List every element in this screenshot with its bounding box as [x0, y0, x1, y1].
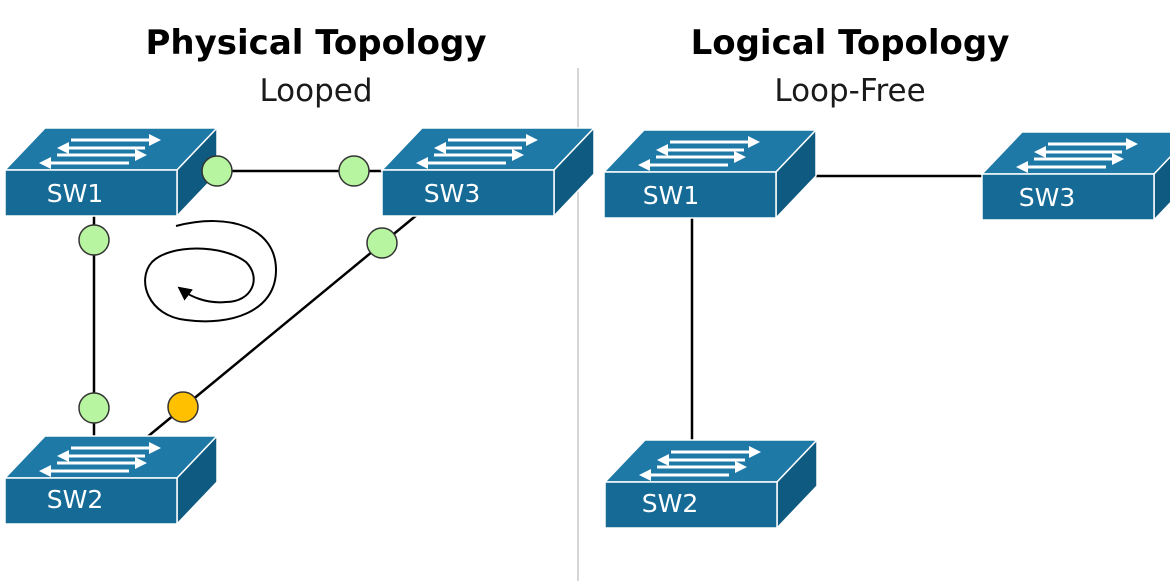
- port-sw1-to-sw2: [78, 224, 110, 256]
- loop-spiral-icon: [144, 220, 278, 323]
- switch-label: SW1: [643, 181, 700, 210]
- port-sw2-to-sw1: [78, 392, 110, 424]
- logical-switch-sw1: SW1: [604, 130, 816, 218]
- physical-title: Physical Topology: [145, 23, 486, 63]
- physical-switch-sw2: SW2: [5, 436, 217, 524]
- port-sw3-to-sw1: [338, 155, 370, 187]
- physical-switch-sw3: SW3: [382, 128, 594, 216]
- switch-label: SW3: [424, 179, 481, 208]
- switch-label: SW2: [47, 485, 104, 514]
- switch-label: SW2: [642, 489, 699, 518]
- logical-title: Logical Topology: [691, 23, 1010, 63]
- logical-switch-sw3: SW3: [982, 132, 1170, 220]
- port-sw2-to-sw3: [167, 391, 199, 423]
- switch-label: SW1: [47, 179, 104, 208]
- switch-label: SW3: [1019, 183, 1076, 212]
- physical-subtitle: Looped: [259, 73, 372, 109]
- logical-switch-sw2: SW2: [605, 440, 817, 528]
- port-sw1-to-sw3: [201, 155, 233, 187]
- logical-panel: Logical Topology Loop-Free SW1 SW3 SW2: [604, 23, 1170, 528]
- logical-subtitle: Loop-Free: [774, 73, 925, 109]
- port-sw3-to-sw2: [366, 227, 398, 259]
- physical-panel: Physical Topology Looped SW1 SW3 SW2: [5, 23, 594, 524]
- physical-switch-sw1: SW1: [5, 128, 217, 216]
